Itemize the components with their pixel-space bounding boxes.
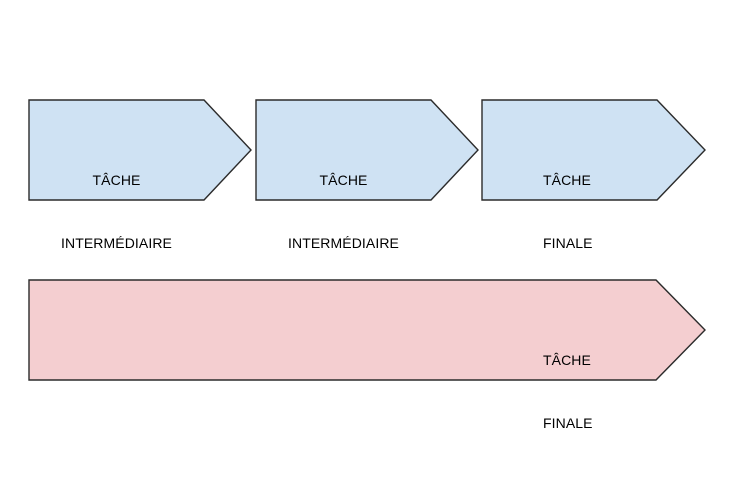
chevron-3-label-line1: TÂCHE: [543, 172, 591, 188]
chevron-1-label-line2: INTERMÉDIAIRE: [61, 235, 172, 251]
chevron-3-label: TÂCHE FINALE: [543, 128, 703, 275]
chevron-shape-4[interactable]: [28, 279, 706, 381]
chevron-4-label-line2: FINALE: [543, 415, 593, 431]
chevron-shape-3[interactable]: [481, 99, 706, 201]
chevron-shape-1[interactable]: [28, 99, 252, 201]
chevron-2-label-line2: INTERMÉDIAIRE: [288, 235, 399, 251]
chevron-4-label-line1: TÂCHE: [543, 352, 591, 368]
chevron-2-label: TÂCHE INTERMÉDIAIRE: [256, 128, 431, 275]
chevron-4-label: TÂCHE FINALE: [543, 308, 703, 455]
chevron-2-label-line1: TÂCHE: [319, 172, 368, 188]
chevron-1-label: TÂCHE INTERMÉDIAIRE: [29, 128, 204, 275]
chevron-1-label-line1: TÂCHE: [92, 172, 141, 188]
chevron-3-label-line2: FINALE: [543, 235, 593, 251]
chevron-shape-2[interactable]: [255, 99, 479, 201]
